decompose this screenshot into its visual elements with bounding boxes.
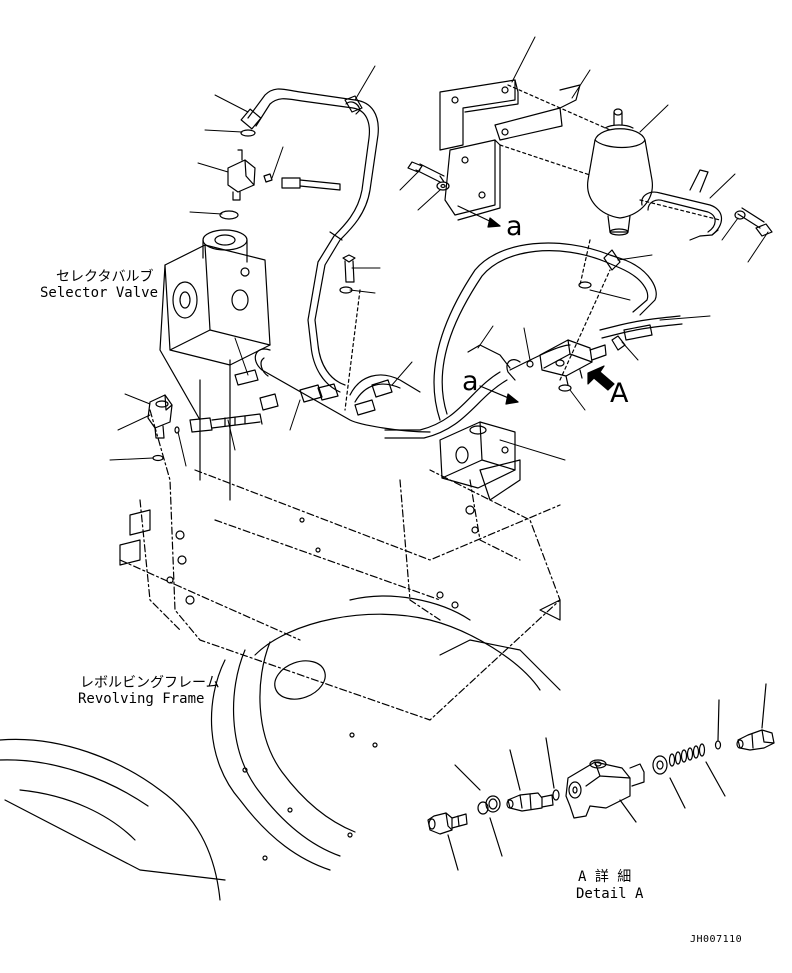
selector-valve-label-jp: セレクタバルブ xyxy=(56,269,154,285)
detail-a-parts xyxy=(428,684,774,870)
detail-a-label-en: Detail A xyxy=(576,886,644,902)
bolts xyxy=(282,162,772,293)
view-arrow-letter: A xyxy=(610,378,629,409)
revolving-frame-solid xyxy=(0,360,560,900)
hose-lower xyxy=(255,243,682,438)
arrow-icon xyxy=(588,366,614,390)
revolving-frame-label-jp: レボルビングフレーム xyxy=(80,675,220,691)
selector-valve xyxy=(160,230,270,420)
detail-a-label-jp: A 詳 細 xyxy=(578,869,632,885)
ref-arrows xyxy=(458,206,518,404)
ref-a-lower: a xyxy=(462,366,479,397)
accumulator xyxy=(588,109,653,235)
valve-block-right xyxy=(440,422,515,488)
selector-valve-label-en: Selector Valve xyxy=(40,285,159,301)
revolving-frame xyxy=(120,410,560,720)
clamp-strap xyxy=(642,170,722,240)
ref-a-upper: a xyxy=(506,211,523,242)
bracket-group xyxy=(440,80,580,220)
hose-upper xyxy=(241,89,378,392)
leader-lines xyxy=(110,37,768,466)
left-fittings xyxy=(148,130,272,461)
revolving-frame-label-en: Revolving Frame xyxy=(78,691,205,707)
clips xyxy=(235,96,620,415)
drawing-number: JH007110 xyxy=(690,934,743,945)
tee-fitting xyxy=(507,325,652,391)
